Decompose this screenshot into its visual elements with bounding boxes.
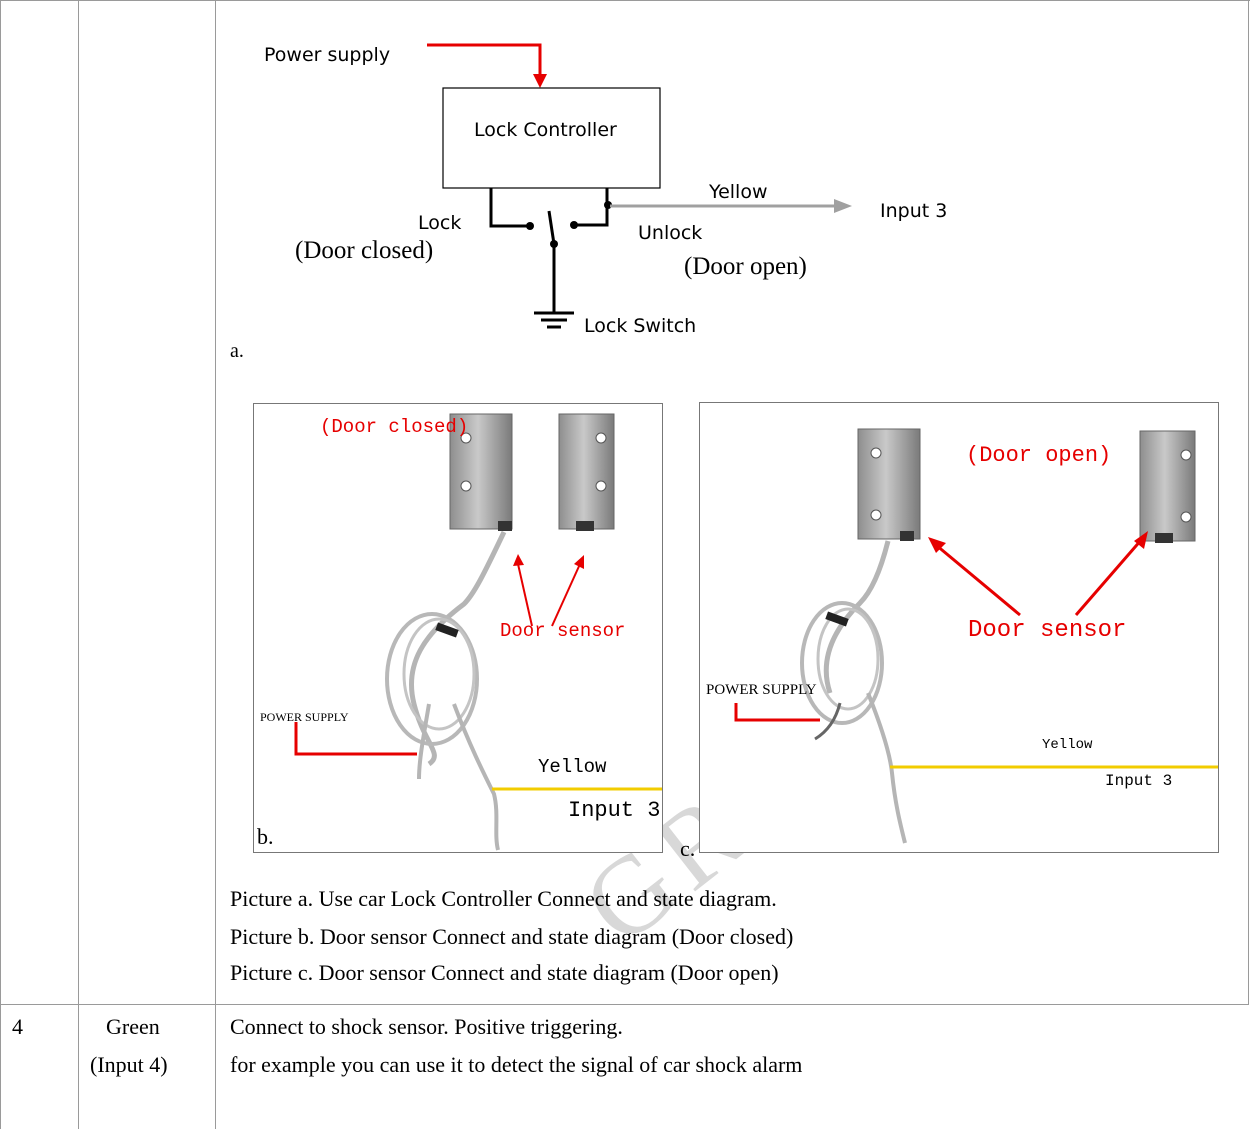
door-sensor-open-photo: (Door open) Door sensor POWER SUPPLY Yel… xyxy=(699,402,1219,853)
photo-c-power-supply-label: POWER SUPPLY xyxy=(706,682,817,698)
table-border-col1 xyxy=(78,0,79,1129)
door-closed-label: (Door closed) xyxy=(295,237,434,264)
photo-b-door-closed-label: (Door closed) xyxy=(320,416,469,438)
photo-b-power-supply-label: POWER SUPPLY xyxy=(260,710,349,724)
wire-input: (Input 4) xyxy=(90,1052,168,1077)
unlock-label: Unlock xyxy=(638,222,703,244)
row4-description-1: Connect to shock sensor. Positive trigge… xyxy=(230,1014,623,1039)
wire-color: Green xyxy=(106,1014,160,1039)
input3-label: Input 3 xyxy=(880,200,948,222)
photo-b-door-sensor-label: Door sensor xyxy=(500,620,626,642)
description-a: Picture a. Use car Lock Controller Conne… xyxy=(230,886,777,911)
door-sensor-closed-photo: (Door closed) Door sensor POWER SUPPLY Y… xyxy=(253,403,663,853)
caption-b: b. xyxy=(257,824,274,849)
description-c: Picture c. Door sensor Connect and state… xyxy=(230,960,779,985)
table-border-left xyxy=(0,0,1,1129)
caption-c: c. xyxy=(680,836,696,861)
table-border-top xyxy=(0,0,1250,1)
photo-c-input3-label: Input 3 xyxy=(1105,772,1173,790)
photo-c-door-sensor-label: Door sensor xyxy=(968,617,1127,644)
door-open-label: (Door open) xyxy=(684,253,807,280)
caption-a: a. xyxy=(230,340,244,362)
table-border-col2 xyxy=(215,0,216,1129)
photo-b-yellow-label: Yellow xyxy=(538,756,607,778)
lock-controller-label: Lock Controller xyxy=(474,119,617,141)
photo-c-door-open-label: (Door open) xyxy=(966,443,1112,468)
lock-label: Lock xyxy=(418,212,462,234)
description-b: Picture b. Door sensor Connect and state… xyxy=(230,924,794,949)
photo-c-yellow-label: Yellow xyxy=(1042,737,1093,753)
table-border-right xyxy=(1248,0,1249,1005)
row4-description-2: for example you can use it to detect the… xyxy=(230,1052,803,1077)
row-number: 4 xyxy=(12,1014,23,1039)
table-row-divider xyxy=(0,1004,1249,1005)
photo-b-input3-label: Input 3 xyxy=(568,798,661,823)
lock-switch-label: Lock Switch xyxy=(584,315,697,337)
power-supply-label: Power supply xyxy=(264,44,391,66)
yellow-label: Yellow xyxy=(709,181,768,203)
